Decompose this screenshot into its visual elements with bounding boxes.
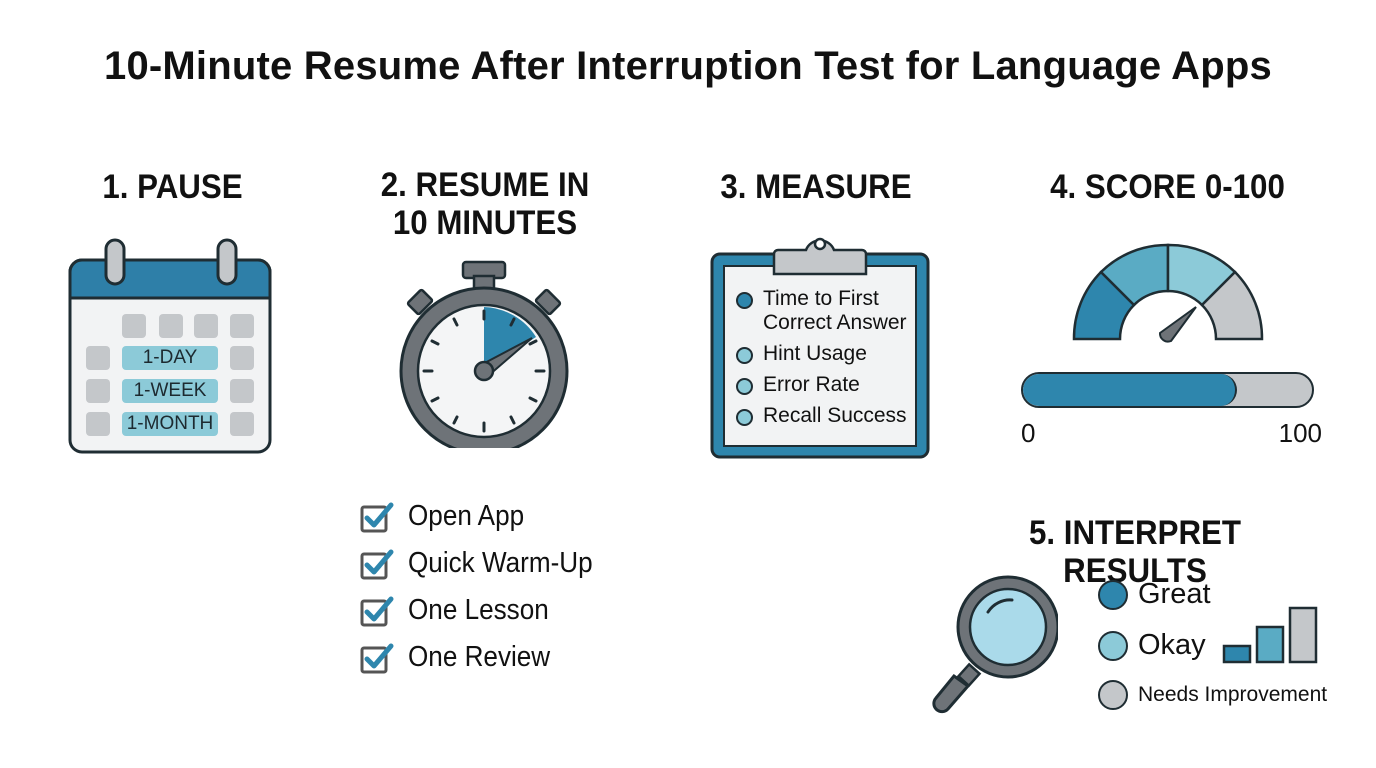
- step-2-heading-line1: 2. RESUME IN: [380, 166, 590, 204]
- step-1-heading: 1. PAUSE: [102, 168, 243, 206]
- metric-error-rate: Error Rate: [736, 373, 926, 397]
- interval-1-day: 1-DAY: [142, 347, 198, 368]
- stopwatch-icon: [396, 258, 572, 456]
- checkbox-checked-icon[interactable]: [360, 548, 394, 580]
- metric-hint-usage: Hint Usage: [736, 342, 926, 366]
- checklist-label: One Review: [408, 641, 551, 673]
- legend-dot-icon: [1098, 630, 1128, 661]
- checkbox-checked-icon[interactable]: [360, 642, 394, 674]
- metric-label: Hint Usage: [763, 342, 867, 365]
- metric-recall-success: Recall Success: [736, 404, 926, 428]
- magnifying-glass-icon: [928, 572, 1060, 718]
- metric-label: Recall Success: [763, 404, 907, 427]
- bullet-dot-icon: [736, 292, 753, 309]
- step-5-heading: 5. INTERPRET RESULTS: [1028, 514, 1242, 590]
- legend-label: Okay: [1138, 629, 1206, 661]
- bullet-dot-icon: [736, 347, 753, 364]
- bullet-dot-icon: [736, 409, 753, 426]
- score-min-label: 0: [1021, 418, 1036, 448]
- metric-label: Time to First Correct Answer: [763, 287, 907, 334]
- checklist-item-one-review[interactable]: One Review: [360, 634, 620, 681]
- score-progress-bar: [1021, 372, 1314, 408]
- checklist-item-quick-warm-up[interactable]: Quick Warm-Up: [360, 540, 620, 587]
- step-3-heading: 3. MEASURE: [720, 168, 912, 206]
- step-4-heading: 4. SCORE 0-100: [1050, 168, 1285, 206]
- page-title: 10-Minute Resume After Interruption Test…: [104, 44, 1272, 88]
- interval-1-month: 1-MONTH: [126, 413, 214, 434]
- checklist-label: Quick Warm-Up: [408, 547, 593, 579]
- step-2-heading-line2: 10 MINUTES: [392, 204, 578, 242]
- bullet-dot-icon: [736, 378, 753, 395]
- checklist-item-open-app[interactable]: Open App: [360, 493, 620, 540]
- legend-dot-icon: [1098, 680, 1128, 710]
- legend-dot-icon: [1098, 579, 1128, 610]
- checklist-label: Open App: [408, 500, 525, 532]
- bar-chart-icon: [1222, 606, 1318, 664]
- resume-checklist: Open App Quick Warm-Up One Lesson One Re…: [360, 493, 620, 681]
- interval-1-week: 1-WEEK: [133, 380, 207, 401]
- checklist-item-one-lesson[interactable]: One Lesson: [360, 587, 620, 634]
- metric-label: Error Rate: [763, 373, 860, 396]
- legend-label: Needs Improvement: [1138, 683, 1328, 706]
- legend-label: Great: [1138, 578, 1211, 610]
- score-max-label: 100: [1278, 418, 1322, 448]
- step-2-heading: 2. RESUME IN 10 MINUTES: [370, 166, 600, 242]
- metric-time-to-first-correct: Time to First Correct Answer: [736, 287, 926, 335]
- legend-needs-improvement: Needs Improvement: [1098, 680, 1327, 710]
- checkbox-checked-icon[interactable]: [360, 501, 394, 533]
- metrics-list: Time to First Correct Answer Hint Usage …: [736, 287, 926, 435]
- checkbox-checked-icon[interactable]: [360, 595, 394, 627]
- checklist-label: One Lesson: [408, 594, 549, 626]
- legend-okay: Okay: [1098, 629, 1206, 662]
- legend-great: Great: [1098, 578, 1211, 611]
- score-progress-fill: [1023, 374, 1237, 406]
- gauge-icon: [1070, 241, 1266, 351]
- clipboard-icon: [710, 228, 930, 460]
- calendar-icon: [68, 238, 272, 454]
